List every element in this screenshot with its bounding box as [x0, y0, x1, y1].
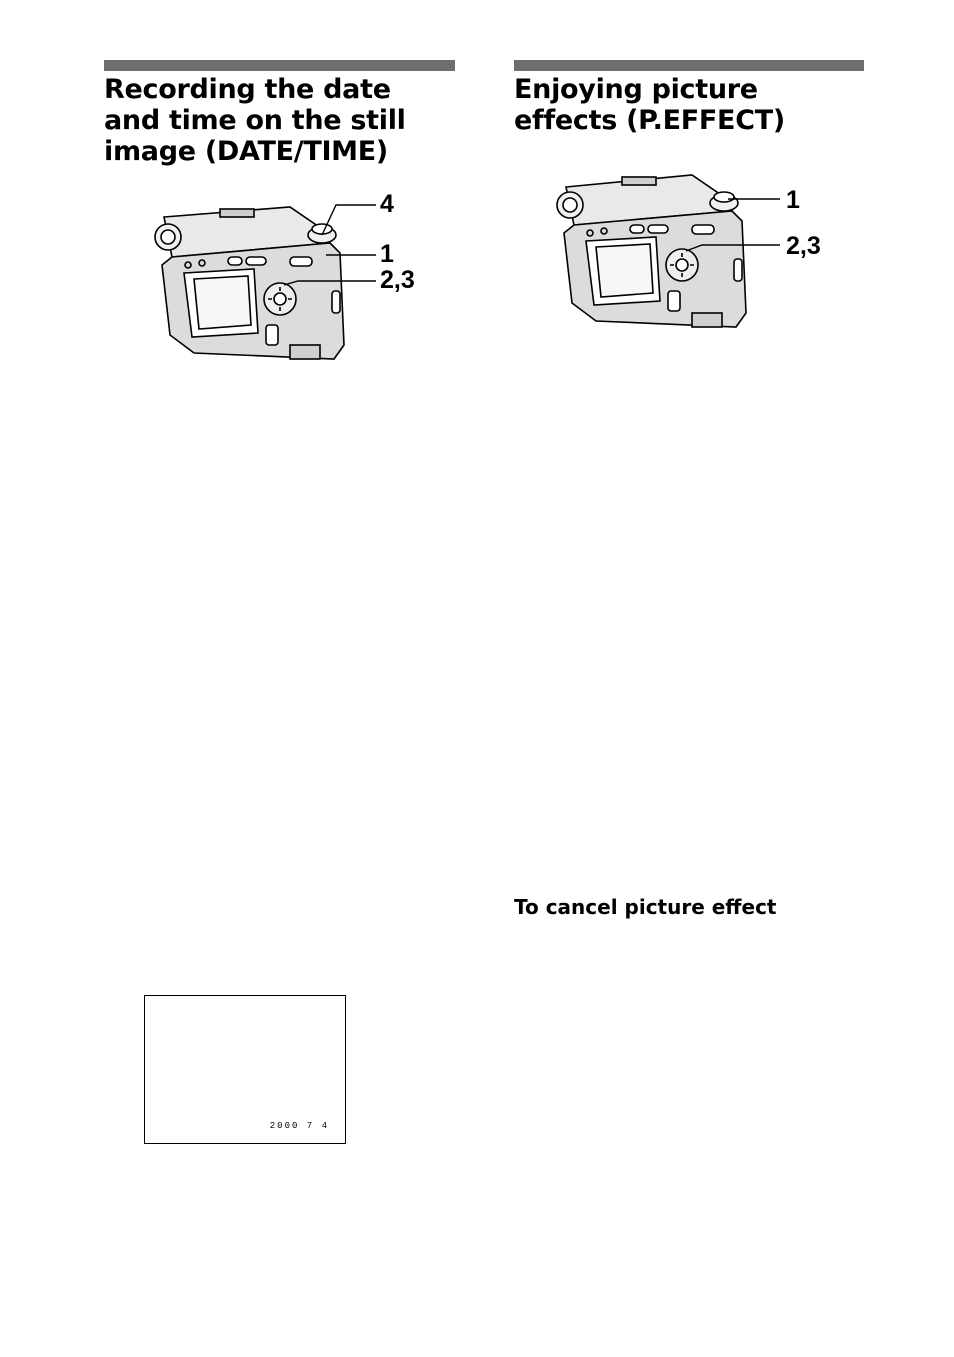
title-line: effects (P.EFFECT)	[514, 105, 785, 136]
cancel-effect-subheading: To cancel picture effect	[514, 895, 777, 919]
callout-step-1: 1	[380, 240, 394, 268]
callout-step-2-3: 2,3	[380, 266, 415, 294]
camera-illustration-left	[154, 204, 376, 360]
callout-step-2-3: 2,3	[786, 232, 821, 260]
section-title-date-time: Recording the date and time on the still…	[104, 74, 464, 167]
section-rule-left	[104, 60, 455, 71]
title-line: Enjoying picture	[514, 74, 758, 105]
preview-date-stamp: 2000 7 4	[269, 1121, 329, 1131]
camera-illustration-right	[556, 174, 780, 328]
callout-step-1: 1	[786, 186, 800, 214]
section-title-picture-effect: Enjoying picture effects (P.EFFECT)	[514, 74, 874, 136]
title-line: and time on the still	[104, 105, 406, 136]
date-stamp-preview-frame: 2000 7 4	[144, 995, 346, 1144]
title-line: Recording the date	[104, 74, 391, 105]
callout-step-4: 4	[380, 190, 394, 218]
section-rule-right	[514, 60, 864, 71]
title-line: image (DATE/TIME)	[104, 136, 388, 167]
